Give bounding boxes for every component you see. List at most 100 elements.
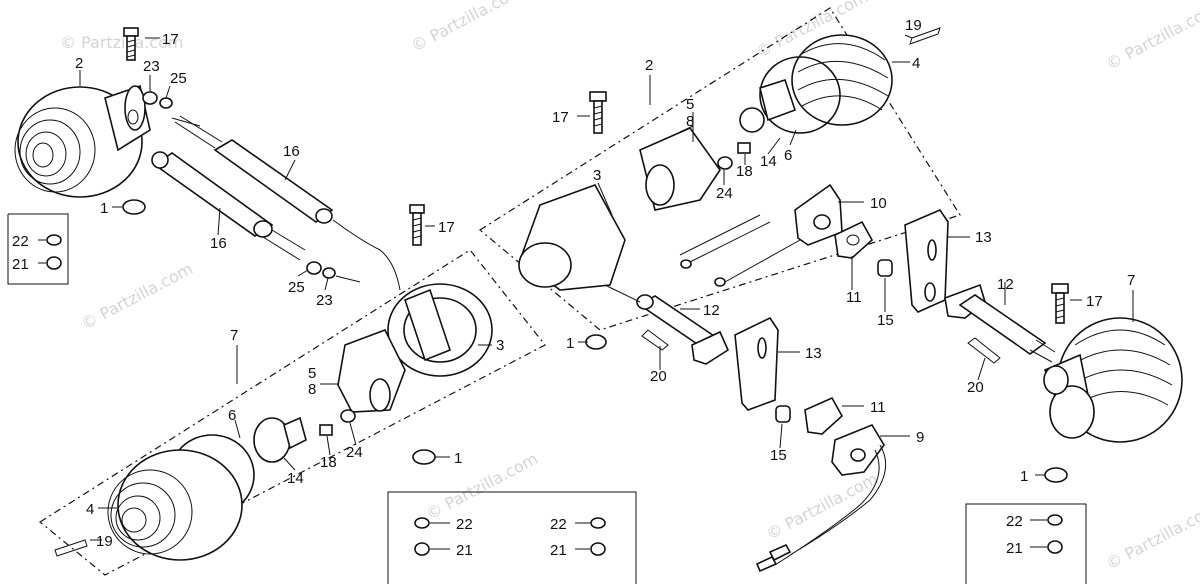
hardware-box-center <box>387 491 637 584</box>
callout-24: 24 <box>346 444 363 461</box>
nut-22-left <box>46 234 62 246</box>
bolt-20-center <box>641 329 669 351</box>
nut-21-right <box>1047 540 1063 554</box>
nut-22-center-a <box>414 517 430 529</box>
callout-13: 13 <box>975 229 992 246</box>
callout-11: 11 <box>846 289 862 306</box>
callout-22: 22 <box>12 233 29 250</box>
callout-20: 20 <box>967 379 984 396</box>
callout-3: 3 <box>593 167 601 184</box>
nut-21-center-b <box>590 542 606 556</box>
callout-9: 9 <box>916 429 924 446</box>
screw-19-upper <box>909 27 941 45</box>
washer-25-bottom <box>306 261 322 275</box>
rubber-11-lower <box>804 396 844 435</box>
hardware-box-left <box>7 213 69 285</box>
watermark: © Partzilla.com <box>78 259 196 334</box>
callout-25: 25 <box>288 279 305 296</box>
callout-4: 4 <box>912 55 920 72</box>
callout-1: 1 <box>454 450 462 467</box>
callout-2: 2 <box>645 57 653 74</box>
callout-17: 17 <box>1086 293 1103 310</box>
callout-25: 25 <box>170 70 187 87</box>
callout-14: 14 <box>760 153 777 170</box>
assembly-outline-front-left <box>38 249 546 576</box>
callout-11: 11 <box>870 399 886 416</box>
watermark: © Partzilla.com <box>423 449 541 524</box>
callout-15: 15 <box>770 447 787 464</box>
callout-22: 22 <box>1006 513 1023 530</box>
watermark: © Partzilla.com <box>408 0 526 56</box>
rubber-11-upper <box>834 220 874 259</box>
callout-4: 4 <box>86 501 94 518</box>
callout-8: 8 <box>308 381 316 398</box>
bolt-17-top-left <box>123 27 139 61</box>
callout-21: 21 <box>1006 540 1023 557</box>
wire-top <box>171 117 201 127</box>
nut-22-right <box>1047 514 1063 526</box>
bolt-17-right <box>1051 283 1069 324</box>
leader-lines <box>38 34 1134 550</box>
callout-16: 16 <box>210 235 227 252</box>
callout-18: 18 <box>320 454 337 471</box>
bulb-14-upper <box>759 78 797 122</box>
callout-18: 18 <box>736 163 753 180</box>
bolt-17-upper <box>593 100 603 134</box>
washer-23-top <box>142 91 158 105</box>
screw-18-upper <box>737 142 751 154</box>
callout-10: 10 <box>870 195 887 212</box>
callout-7: 7 <box>230 327 238 344</box>
callout-22: 22 <box>550 516 567 533</box>
bracket-13-center <box>734 316 779 411</box>
callout-12: 12 <box>703 302 720 319</box>
collar-nut-1-right <box>1044 467 1068 483</box>
stay-16-lower <box>151 151 306 261</box>
collar-15-lower <box>775 405 791 423</box>
callout-1: 1 <box>1020 468 1028 485</box>
washer-24-lower <box>340 409 356 423</box>
callout-3: 3 <box>496 337 504 354</box>
callout-24: 24 <box>716 185 733 202</box>
bolt-20-right <box>967 337 1001 364</box>
callout-1: 1 <box>566 335 574 352</box>
callout-12: 12 <box>997 276 1014 293</box>
callout-23: 23 <box>316 292 333 309</box>
front-left-winker <box>54 283 493 561</box>
nut-22-center-b <box>590 517 606 529</box>
callout-7: 7 <box>1127 272 1135 289</box>
bolt-17-center <box>409 204 425 246</box>
front-right-winker <box>518 27 941 291</box>
collar-nut-1-center <box>585 334 607 350</box>
callout-13: 13 <box>805 345 822 362</box>
assembly-outlines <box>38 7 961 576</box>
callout-21: 21 <box>12 256 29 273</box>
screw-19-lower <box>54 539 88 557</box>
callout-14: 14 <box>287 470 304 487</box>
stay-16-upper <box>174 115 401 291</box>
nut-21-left <box>46 256 62 270</box>
nut-21-center-a <box>414 542 430 556</box>
watermark: © Partzilla.com <box>1103 0 1200 74</box>
callout-8: 8 <box>686 113 694 130</box>
lens-front-left <box>117 449 243 561</box>
assembly-outline-front-right <box>478 7 961 331</box>
stay-16-upper-body <box>213 139 334 223</box>
callout-16: 16 <box>283 143 300 160</box>
hardware-boxes <box>7 213 1087 584</box>
callout-labels: 17 23 25 2 16 16 1 22 21 25 23 17 2 19 4… <box>12 17 1135 559</box>
washer-24-upper <box>717 156 733 170</box>
hardware-box-right <box>965 503 1087 584</box>
screw-18-lower <box>319 424 333 436</box>
callout-15: 15 <box>877 312 894 329</box>
stay-12-center <box>604 284 887 573</box>
callout-17: 17 <box>438 219 455 236</box>
callout-19: 19 <box>905 17 922 34</box>
callout-21: 21 <box>550 542 567 559</box>
callout-6: 6 <box>228 407 236 424</box>
watermark: © Partzilla.com <box>1103 499 1200 574</box>
washer-23-bottom <box>322 267 336 279</box>
rear-left-winker <box>14 84 151 198</box>
rear-right-winker <box>1043 317 1183 443</box>
callout-2: 2 <box>75 55 83 72</box>
